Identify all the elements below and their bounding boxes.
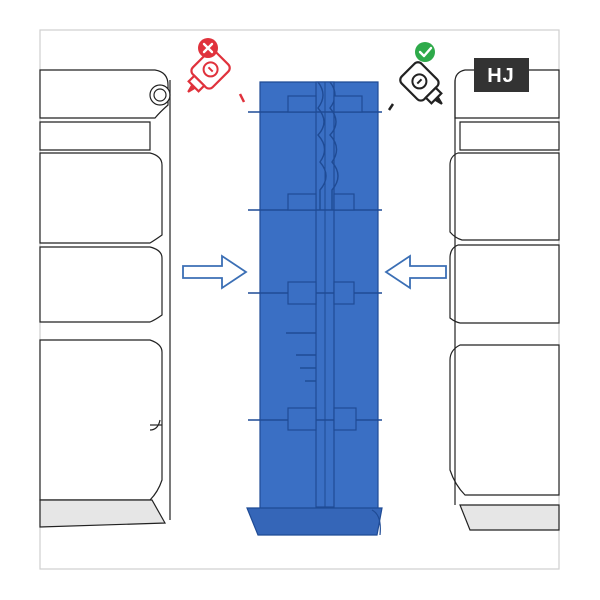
left-wall-panels (39, 69, 171, 528)
arrow-right-icon (182, 254, 248, 290)
right-wall-panels (449, 69, 560, 531)
blue-panel (246, 81, 383, 536)
check-icon (415, 42, 435, 62)
brand-badge: HJ (474, 58, 529, 92)
arrow-left-icon (384, 254, 447, 290)
glue-bottle-cross-icon (187, 49, 231, 93)
glue-bottle-check-icon (399, 61, 443, 105)
brand-badge-label: HJ (487, 65, 515, 87)
